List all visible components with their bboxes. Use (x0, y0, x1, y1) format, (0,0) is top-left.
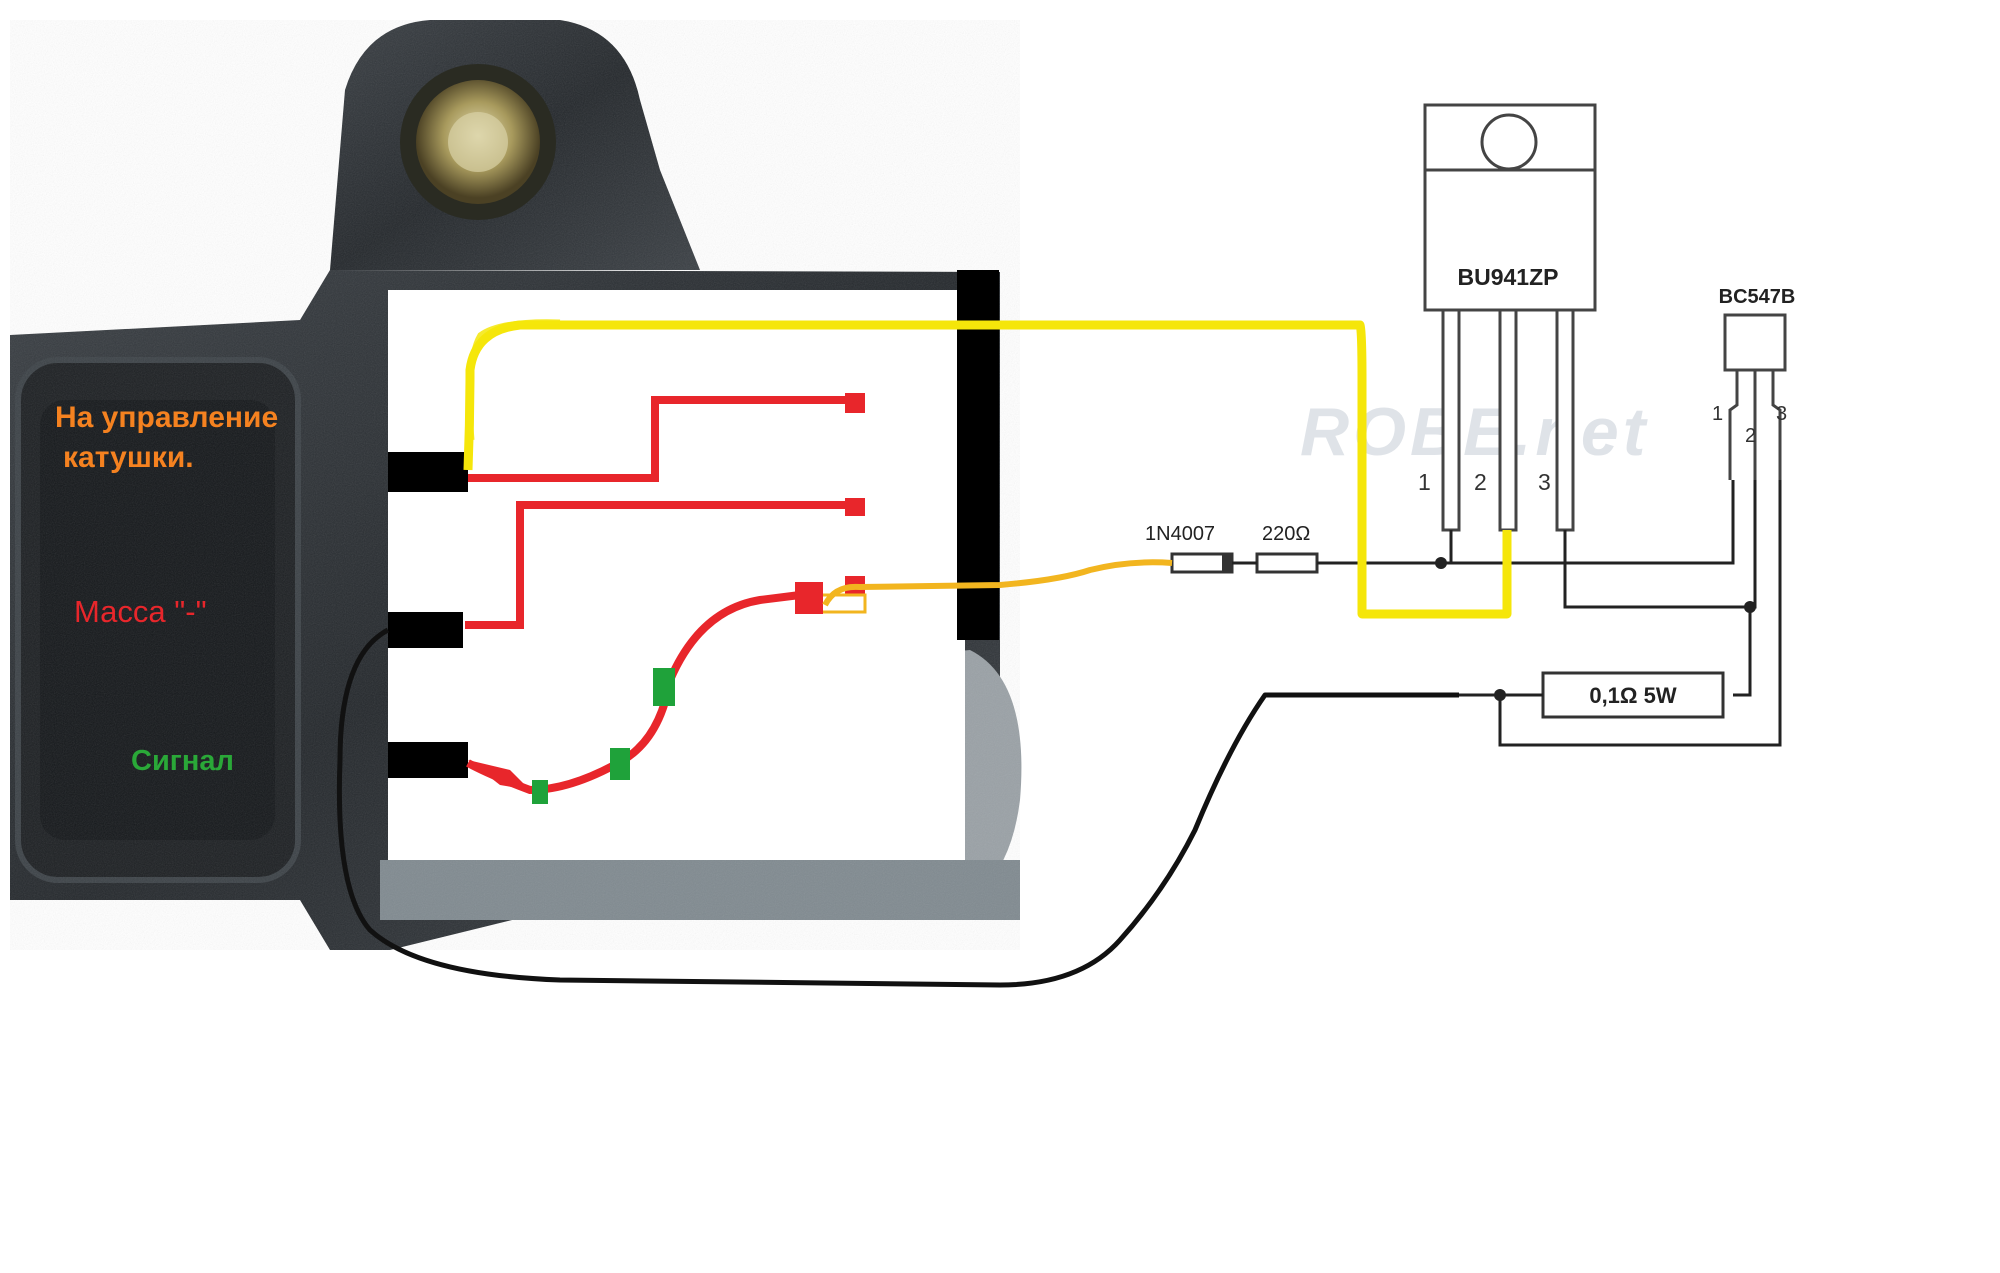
green-marker (610, 748, 630, 780)
schematic-panel (388, 290, 965, 860)
green-marker (532, 780, 548, 804)
bu941zp-label: BU941ZP (1458, 264, 1559, 290)
small-transistor-bc547b (1723, 313, 1787, 480)
sense-resistor (1541, 671, 1725, 719)
sense-resistor-label: 0,1Ω 5W (1589, 683, 1677, 708)
bc547b-pin-1: 1 (1712, 403, 1723, 425)
wire-orange (822, 559, 1173, 607)
label-coil-control: На управление катушки. (55, 398, 278, 478)
label-coil-control-line1: На управление (55, 401, 279, 434)
bc547b-label: BC547B (1719, 286, 1796, 308)
diode-1n4007 (1170, 552, 1234, 574)
bu941zp-pin-3: 3 (1538, 469, 1551, 495)
resistor-220 (1255, 552, 1319, 574)
bc547b-pin-3: 3 (1776, 403, 1787, 425)
bc547b-pin-2: 2 (1745, 425, 1756, 447)
green-markers (532, 668, 675, 804)
resistor-220-label: 220Ω (1262, 523, 1310, 545)
green-marker (653, 668, 675, 706)
ground-bus-bar (957, 270, 999, 640)
pin-coil-control (388, 452, 468, 492)
schematic: ROBE.net BU941ZP 1 2 3 BC547B 1 2 3 (1145, 103, 1796, 747)
diode-label: 1N4007 (1145, 523, 1215, 545)
label-signal: Сигнал (131, 745, 234, 777)
watermark: ROBE.net (1300, 394, 1649, 470)
wire-black (336, 627, 1459, 988)
bu941zp-pin-2: 2 (1474, 469, 1487, 495)
power-transistor-bu941zp (1423, 103, 1597, 532)
pin-signal (388, 742, 468, 778)
pin-ground (388, 612, 463, 648)
label-ground: Масса "-" (74, 594, 207, 629)
label-coil-control-line2: катушки. (63, 441, 194, 474)
bu941zp-pin-1: 1 (1418, 469, 1431, 495)
